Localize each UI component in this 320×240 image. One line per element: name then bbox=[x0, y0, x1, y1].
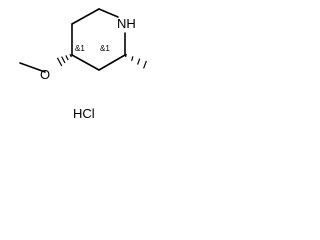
nitrogen-label: NH bbox=[117, 16, 136, 31]
stereo-label-c2: &1 bbox=[100, 44, 110, 53]
salt-label: HCl bbox=[73, 106, 95, 121]
bond-c4-c3 bbox=[71, 54, 100, 71]
bond-o-methyl bbox=[19, 62, 46, 73]
hashed-wedge-c2-methyl bbox=[125, 53, 147, 69]
oxygen-label: O bbox=[40, 67, 50, 82]
bond-n1-c6 bbox=[98, 8, 119, 18]
hashed-wedge-c4-o bbox=[56, 53, 72, 67]
stereo-label-c4: &1 bbox=[75, 44, 85, 53]
bond-c6-c5 bbox=[71, 8, 100, 25]
bond-c3-c2 bbox=[98, 54, 126, 71]
structure-diagram: NH O &1 &1 HCl bbox=[19, 8, 147, 121]
